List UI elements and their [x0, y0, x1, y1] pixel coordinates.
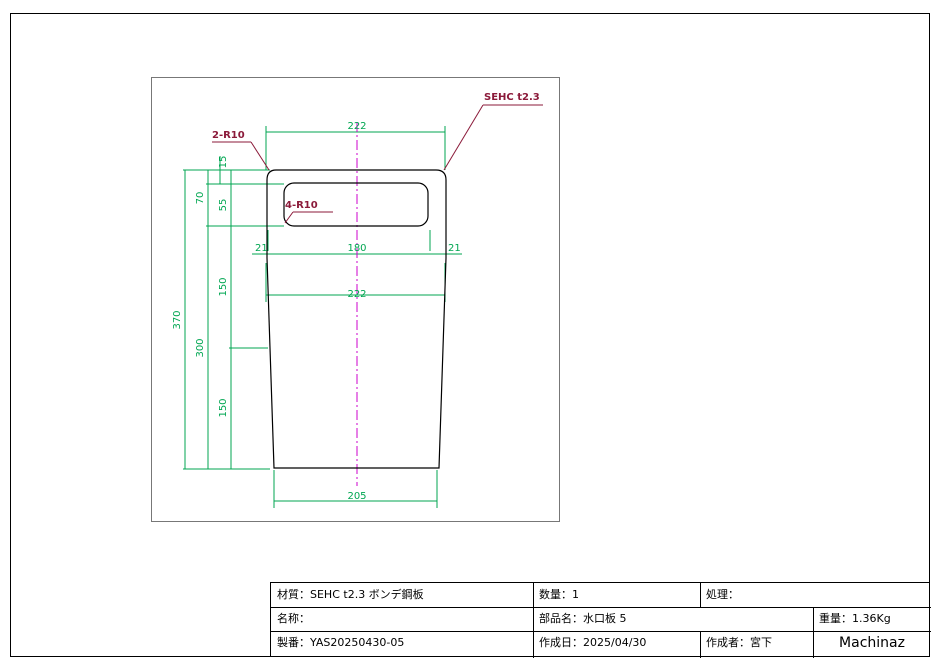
dim-slot-height: 55: [218, 199, 229, 212]
callout-slot-radius: 4-R10: [285, 200, 318, 211]
dim-upper-height: 150: [218, 277, 229, 296]
title-block-rule: [271, 607, 931, 608]
dim-lower-height: 150: [218, 398, 229, 417]
dim-slot-left-margin: 21: [255, 243, 268, 254]
drawing-sheet-border: [10, 13, 930, 657]
treatment-field: 処理：: [706, 588, 739, 601]
name-field: 名称：: [277, 612, 310, 625]
title-block-rule: [700, 583, 701, 607]
part-outline: [266, 169, 447, 469]
dim-slot-width: 180: [347, 243, 366, 254]
part-name-field: 部品名：水口板 5: [539, 612, 627, 625]
weight-field: 重量：1.36Kg: [819, 612, 891, 625]
title-block-rule: [271, 631, 931, 632]
brand-logo-text: Machinaz: [839, 635, 905, 651]
title-block: 材質：SEHC t2.3 ボンデ鋼板 数量：1 処理： 名称： 部品名：水口板 …: [270, 582, 931, 658]
dim-overall-height: 370: [172, 310, 183, 329]
drawing-number-field: 製番：YAS20250430-05: [277, 636, 405, 649]
dimension-lines: [183, 126, 462, 508]
dim-bottom-width: 205: [347, 491, 366, 502]
slot-outline: [283, 182, 429, 227]
callout-material: SEHC t2.3: [484, 92, 540, 103]
dim-body-height: 300: [195, 338, 206, 357]
dim-slot-right-margin: 21: [448, 243, 461, 254]
dim-mid-width: 222: [347, 289, 366, 300]
dim-top-width: 222: [347, 121, 366, 132]
author-field: 作成者：宮下: [706, 636, 772, 649]
title-block-rule: [533, 583, 534, 658]
part-drawing: 222 21 180 21 222 205 15 55 70 150 150 3…: [172, 92, 543, 508]
dim-top-gap: 15: [218, 156, 229, 169]
created-date-field: 作成日：2025/04/30: [539, 636, 647, 649]
quantity-field: 数量：1: [539, 588, 579, 601]
material-field: 材質：SEHC t2.3 ボンデ鋼板: [277, 588, 424, 601]
drawing-panel: 222 21 180 21 222 205 15 55 70 150 150 3…: [151, 77, 560, 522]
title-block-rule: [700, 631, 701, 658]
callout-outer-radius: 2-R10: [212, 130, 245, 141]
title-block-rule: [813, 607, 814, 658]
dim-top-band: 70: [195, 192, 206, 205]
callout-leaders: [212, 104, 543, 224]
